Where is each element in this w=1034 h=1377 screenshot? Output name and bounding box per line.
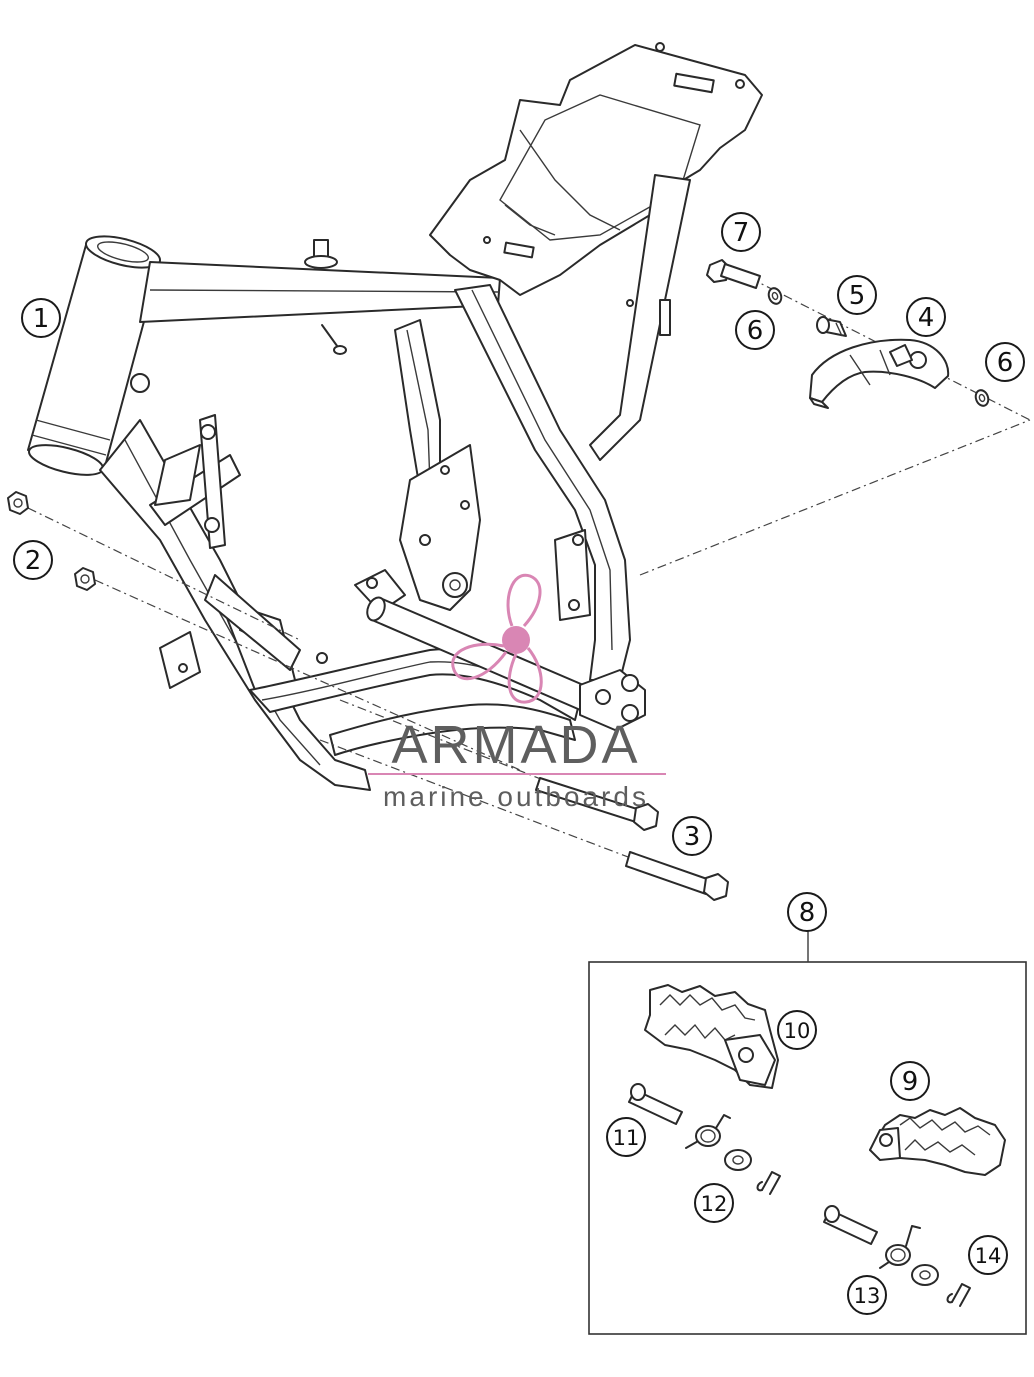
callout-c2: 2 xyxy=(13,540,53,580)
callout-circle xyxy=(735,310,775,350)
callout-number: 8 xyxy=(799,898,816,928)
callout-circle xyxy=(21,298,61,338)
upper-frame-tube xyxy=(139,239,501,355)
callout-c10: 10 xyxy=(777,1010,817,1050)
callout-circle xyxy=(890,1061,930,1101)
callout-c8: 8 xyxy=(787,892,827,932)
left-footrest xyxy=(644,984,779,1089)
callout-number: 13 xyxy=(854,1284,881,1308)
callout-number: 6 xyxy=(997,348,1014,378)
callout-circle xyxy=(787,892,827,932)
callout-circle xyxy=(672,816,712,856)
frame-nut xyxy=(74,567,96,591)
footrest-pin xyxy=(628,1083,683,1125)
callout-number: 12 xyxy=(701,1192,728,1216)
callout-c6b: 6 xyxy=(985,342,1025,382)
side-stand-bolt xyxy=(706,259,761,289)
front-down-tube xyxy=(99,373,371,791)
callout-number: 1 xyxy=(33,304,50,334)
callout-c9: 9 xyxy=(890,1061,930,1101)
callout-number: 10 xyxy=(784,1019,811,1043)
callout-number: 4 xyxy=(918,303,935,333)
callout-c11: 11 xyxy=(606,1117,646,1157)
callout-number: 7 xyxy=(733,218,750,248)
armada-propeller-logo xyxy=(451,573,543,704)
footrest-washer xyxy=(724,1149,752,1171)
callout-number: 2 xyxy=(25,546,42,576)
callout-circle xyxy=(606,1117,646,1157)
washer xyxy=(767,287,783,305)
swingarm-cross-tube xyxy=(366,596,596,713)
callout-circle xyxy=(847,1275,887,1315)
footrest-kit-box xyxy=(588,930,1027,1335)
frame-assembly xyxy=(27,42,763,791)
cotter-pin xyxy=(756,1171,781,1195)
callout-c14: 14 xyxy=(968,1235,1008,1275)
callout-circle xyxy=(985,342,1025,382)
callout-number: 14 xyxy=(975,1244,1002,1268)
cotter-pin xyxy=(946,1283,971,1307)
steering-head-tube xyxy=(27,235,162,476)
callout-c5: 5 xyxy=(837,275,877,315)
callout-circle xyxy=(694,1183,734,1223)
watermark: ARMADA marine outboards xyxy=(368,573,666,812)
callout-c6a: 6 xyxy=(735,310,775,350)
callout-number: 5 xyxy=(849,281,866,311)
callout-c1: 1 xyxy=(21,298,61,338)
callout-circle xyxy=(721,212,761,252)
swingarm-pivot-plate xyxy=(354,444,591,621)
frame-bolt xyxy=(625,851,729,901)
callout-c13: 13 xyxy=(847,1275,887,1315)
callout-circle xyxy=(777,1010,817,1050)
footrest-pin xyxy=(823,1205,878,1245)
side-stand xyxy=(809,338,950,409)
footrest-washer xyxy=(911,1264,939,1286)
callout-c12: 12 xyxy=(694,1183,734,1223)
callout-circle xyxy=(837,275,877,315)
watermark-name: ARMADA xyxy=(391,715,640,775)
callout-number: 3 xyxy=(684,822,701,852)
callout-circle xyxy=(968,1235,1008,1275)
callout-circle xyxy=(906,297,946,337)
callout-c4: 4 xyxy=(906,297,946,337)
callout-circle xyxy=(13,540,53,580)
footrest-spring xyxy=(685,1114,731,1149)
frame-bolt xyxy=(535,777,659,831)
footrest-spring xyxy=(879,1225,921,1269)
callout-number: 6 xyxy=(747,316,764,346)
callout-c7: 7 xyxy=(721,212,761,252)
callout-number: 11 xyxy=(613,1126,640,1150)
rear-pivot-block xyxy=(579,669,646,731)
callout-c3: 3 xyxy=(672,816,712,856)
callout-number: 9 xyxy=(902,1067,919,1097)
washer xyxy=(974,389,990,407)
frame-nut xyxy=(7,491,29,515)
bushing xyxy=(816,316,847,337)
right-footrest xyxy=(869,1107,1006,1176)
watermark-tagline: marine outboards xyxy=(383,781,649,812)
rear-subframe xyxy=(429,42,763,461)
